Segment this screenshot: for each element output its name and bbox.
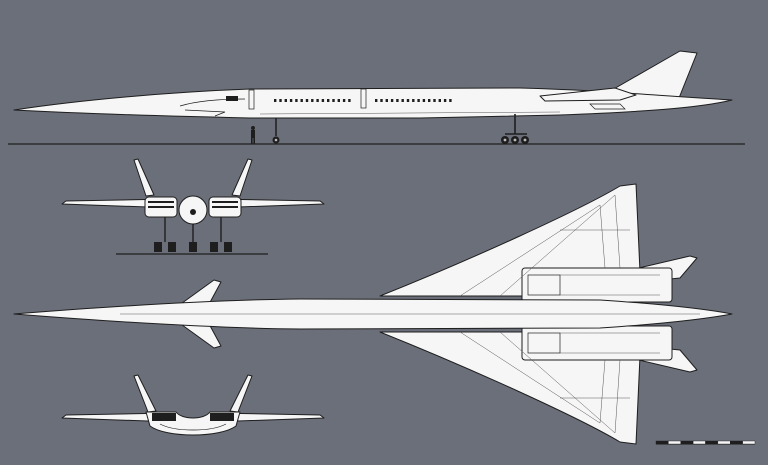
cabin-window: [406, 99, 410, 102]
cabin-window: [300, 99, 303, 102]
cabin-window: [428, 99, 431, 102]
cabin-window: [385, 99, 388, 102]
cabin-window: [327, 99, 330, 102]
rear-view-left-fin: [133, 374, 157, 413]
scale-bar-segment: [705, 440, 719, 445]
side-view: [8, 50, 745, 145]
cabin-window: [412, 99, 415, 102]
cabin-window: [295, 99, 298, 102]
side-view-cockpit-window: [226, 96, 238, 101]
cabin-window: [449, 99, 452, 102]
cabin-window: [396, 99, 399, 102]
scale-bar: [655, 440, 756, 445]
cabin-window: [390, 99, 394, 102]
cabin-window: [332, 99, 335, 102]
front-view-landing-gear: [154, 217, 232, 252]
front-view-left-fin: [133, 158, 155, 197]
cabin-window: [337, 99, 340, 102]
cabin-window: [433, 99, 436, 102]
scale-bar-segment: [668, 440, 681, 445]
cabin-window: [348, 99, 351, 102]
cabin-window: [443, 99, 447, 102]
front-view-right-fin: [231, 158, 253, 197]
cabin-window: [279, 99, 282, 102]
side-view-door-front: [248, 89, 255, 110]
cabin-window: [401, 99, 404, 102]
cabin-window: [342, 99, 346, 102]
top-view-right-nacelle: [521, 325, 673, 361]
scale-bar-segment: [730, 440, 743, 445]
cabin-window: [284, 99, 287, 102]
cabin-window: [321, 99, 325, 102]
cabin-window: [422, 99, 426, 102]
cabin-window: [311, 99, 314, 102]
cabin-window: [316, 99, 319, 102]
top-view-left-nacelle: [521, 267, 673, 303]
side-view-door-mid: [360, 88, 367, 109]
front-view: [61, 158, 325, 255]
scale-bar-segment: [655, 440, 669, 445]
cabin-window: [274, 99, 277, 102]
rear-view-left-exhaust: [152, 413, 176, 421]
rear-view-right-fin: [229, 374, 253, 413]
side-view-engine-nacelle: [539, 87, 637, 102]
cabin-window: [305, 99, 309, 102]
top-view: [13, 183, 733, 445]
cabin-window: [417, 99, 420, 102]
rear-view-right-exhaust: [210, 413, 234, 421]
scale-bar-segment: [692, 440, 706, 445]
side-view-main-gear: [501, 114, 529, 144]
top-view-wing-panel-lines: [459, 194, 630, 434]
cabin-window: [438, 99, 441, 102]
cabin-window: [375, 99, 378, 102]
scale-bar-segment: [742, 440, 756, 445]
side-view-nose-gear: [272, 118, 280, 144]
scale-bar-segment: [717, 440, 731, 445]
rear-view: [61, 374, 325, 436]
scale-bar-segment: [680, 440, 694, 445]
cabin-window: [289, 99, 293, 102]
side-view-cabin-windows: [274, 99, 452, 102]
human-scale-figure: [251, 126, 255, 144]
cabin-window: [380, 99, 383, 102]
